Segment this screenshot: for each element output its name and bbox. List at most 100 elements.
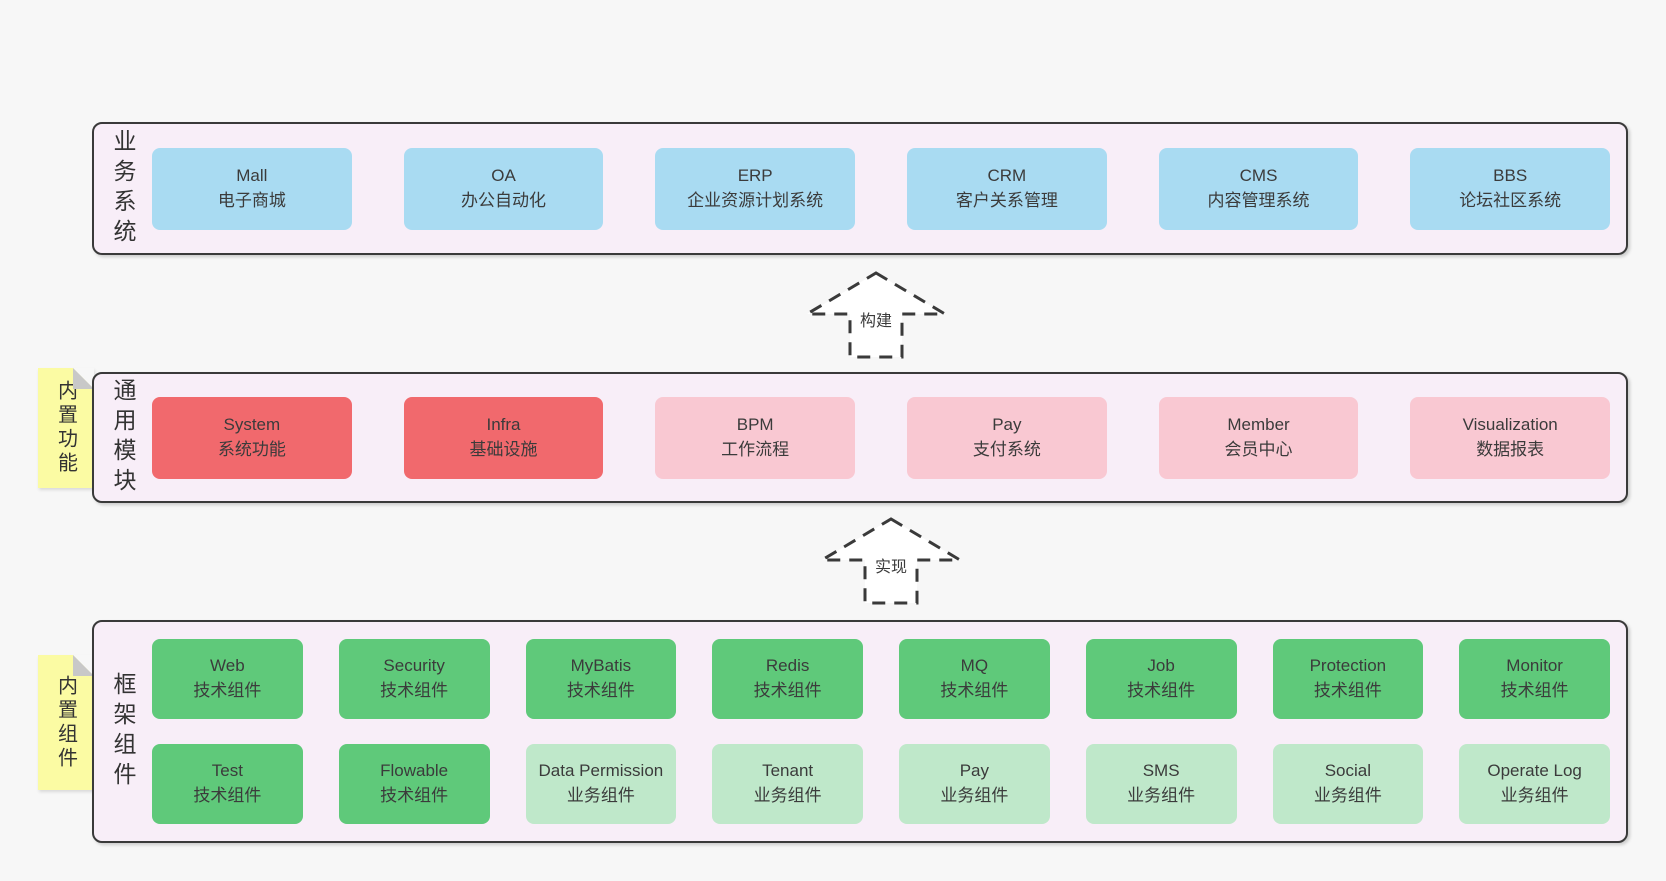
box-subtitle: 工作流程 [721,439,790,459]
box-subtitle: 技术组件 [380,681,449,700]
box-title: Job [1147,656,1175,676]
box-title: Pay [959,761,990,781]
box-pay-component: Pay 业务组件 [899,744,1050,824]
box-title: System [223,414,281,434]
box-subtitle: 论坛社区系统 [1459,190,1562,210]
box-bpm: BPM 工作流程 [655,396,856,479]
box-system: System 系统功能 [152,396,352,479]
box-subtitle: 业务组件 [940,786,1009,805]
box-subtitle: 基础设施 [469,439,538,459]
box-tenant: Tenant 业务组件 [712,744,863,824]
common-modules-row: System 系统功能 Infra 基础设施 BPM 工作流程 Pay 支付系统… [152,374,1626,501]
sticky-note-built-in-features: 内置功能 [38,368,94,488]
box-monitor: Monitor 技术组件 [1459,639,1610,719]
box-subtitle: 技术组件 [753,681,822,700]
box-subtitle: 业务组件 [1313,786,1382,805]
box-title: Protection [1309,656,1387,676]
box-title: Pay [992,414,1022,434]
box-subtitle: 企业资源计划系统 [687,190,824,210]
box-title: Visualization [1462,414,1558,434]
box-title: Test [211,761,243,781]
box-subtitle: 客户关系管理 [955,190,1058,210]
arrow-label: 实现 [871,553,911,577]
band-label: 框架组件 [110,671,136,792]
box-visualization: Visualization 数据报表 [1410,396,1611,479]
box-mq: MQ 技术组件 [899,639,1050,719]
box-protection: Protection 技术组件 [1272,639,1424,719]
box-title: BPM [736,414,774,434]
box-subtitle: 会员中心 [1224,439,1293,459]
box-title: Web [210,656,245,676]
box-subtitle: 业务组件 [753,786,822,805]
box-redis: Redis 技术组件 [712,639,863,719]
box-member: Member 会员中心 [1158,396,1359,479]
box-oa: OA 办公自动化 [403,147,604,230]
box-title: CMS [1239,165,1278,185]
box-subtitle: 办公自动化 [461,190,546,210]
framework-components-rows: Web 技术组件 Security 技术组件 MyBatis 技术组件 Redi… [152,622,1626,841]
box-title: BBS [1493,165,1528,185]
components-row-1: Web 技术组件 Security 技术组件 MyBatis 技术组件 Redi… [152,639,1610,719]
box-infra: Infra 基础设施 [403,396,604,479]
box-job: Job 技术组件 [1085,639,1237,719]
box-title: Mall [236,165,268,185]
band-label: 业务系统 [110,128,136,249]
box-title: MQ [960,656,989,676]
band-label: 通用模块 [110,377,136,498]
box-title: OA [491,165,516,185]
box-title: Operate Log [1487,761,1582,781]
box-title: Security [383,656,445,676]
box-mall: Mall 电子商城 [152,147,352,230]
sticky-note-built-in-components: 内置组件 [38,655,94,790]
box-subtitle: 技术组件 [1500,681,1569,700]
box-subtitle: 业务组件 [1127,786,1196,805]
box-title: Member [1227,414,1290,434]
box-operate-log: Operate Log 业务组件 [1459,744,1610,824]
box-title: SMS [1142,761,1180,781]
box-title: Redis [765,656,810,676]
box-title: Tenant [762,761,814,781]
components-row-2: Test 技术组件 Flowable 技术组件 Data Permission … [152,744,1610,824]
band-label-wrap: 业务系统 [94,124,152,253]
box-mybatis: MyBatis 技术组件 [525,639,677,719]
band-label-wrap: 通用模块 [94,374,152,501]
box-cms: CMS 内容管理系统 [1158,147,1359,230]
band-business-systems: 业务系统 Mall 电子商城 OA 办公自动化 ERP 企业资源计划系统 CRM… [92,122,1628,255]
sticky-note-label: 内置功能 [54,380,77,476]
box-sms: SMS 业务组件 [1085,744,1237,824]
box-title: Social [1324,761,1372,781]
box-crm: CRM 客户关系管理 [907,147,1107,230]
band-framework-components: 框架组件 Web 技术组件 Security 技术组件 MyBatis 技术组件… [92,620,1628,843]
band-label-wrap: 框架组件 [94,622,152,841]
box-subtitle: 技术组件 [940,681,1009,700]
box-subtitle: 技术组件 [193,786,262,805]
box-test: Test 技术组件 [152,744,303,824]
arrow-label: 构建 [856,307,896,331]
box-subtitle: 业务组件 [566,786,635,805]
box-subtitle: 技术组件 [380,786,449,805]
box-subtitle: 技术组件 [1127,681,1196,700]
box-title: Infra [486,414,521,434]
box-title: CRM [987,165,1027,185]
box-title: Data Permission [538,761,664,781]
box-web: Web 技术组件 [152,639,303,719]
box-title: ERP [737,165,773,185]
box-subtitle: 电子商城 [217,190,286,210]
arrow-implement: 实现 [819,517,963,605]
arrow-build: 构建 [804,271,948,359]
sticky-note-label: 内置组件 [54,674,77,771]
box-subtitle: 技术组件 [1313,681,1382,700]
box-subtitle: 技术组件 [193,681,262,700]
box-bbs: BBS 论坛社区系统 [1410,147,1611,230]
box-title: MyBatis [570,656,632,676]
box-security: Security 技术组件 [338,639,490,719]
box-subtitle: 系统功能 [217,439,286,459]
box-social: Social 业务组件 [1272,744,1424,824]
box-subtitle: 内容管理系统 [1207,190,1310,210]
box-title: Flowable [380,761,449,781]
box-pay-system: Pay 支付系统 [907,396,1107,479]
box-subtitle: 支付系统 [972,439,1041,459]
band-common-modules: 通用模块 System 系统功能 Infra 基础设施 BPM 工作流程 Pay… [92,372,1628,503]
box-erp: ERP 企业资源计划系统 [655,147,856,230]
